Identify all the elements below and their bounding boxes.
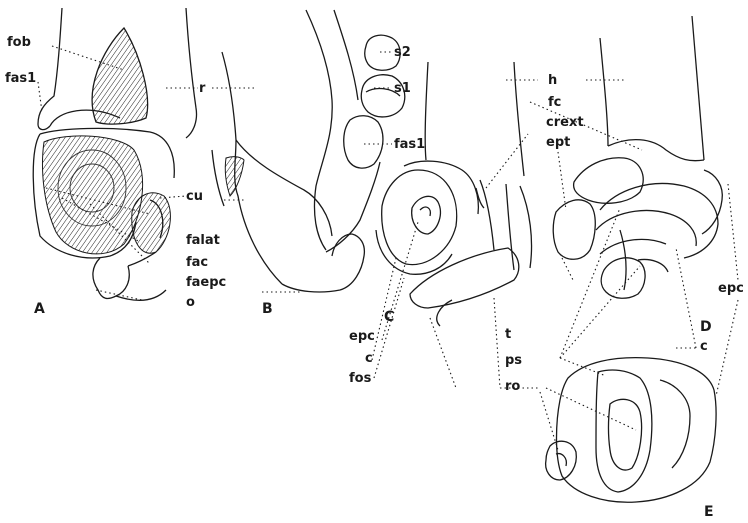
- panel-a-drawing: [33, 8, 196, 300]
- label-ro: ro: [505, 380, 520, 393]
- label-faepc: faepc: [186, 276, 226, 289]
- panel-d-drawing: [553, 16, 722, 298]
- panel-c-drawing: [326, 10, 532, 326]
- label-ept: ept: [546, 136, 570, 149]
- panel-label-a: A: [34, 302, 45, 316]
- label-fos: fos: [349, 372, 371, 385]
- panel-e-drawing: [546, 358, 716, 503]
- label-r: r: [199, 82, 205, 95]
- panel-label-e: E: [704, 505, 714, 519]
- label-t: t: [505, 328, 511, 341]
- label-fc: fc: [548, 96, 561, 109]
- label-c-d: c: [700, 340, 708, 353]
- label-fac: fac: [186, 256, 208, 269]
- label-epc-d: epc: [718, 282, 744, 295]
- label-fas1-c: fas1: [394, 138, 425, 151]
- panel-label-c: C: [384, 310, 394, 324]
- label-c-c: c: [365, 352, 373, 365]
- label-cu: cu: [186, 190, 203, 203]
- label-epc-c: epc: [349, 330, 375, 343]
- label-o: o: [186, 296, 195, 309]
- label-h: h: [548, 74, 557, 87]
- label-ps: ps: [505, 354, 522, 367]
- panel-b-drawing: [212, 10, 364, 292]
- label-falat: falat: [186, 234, 220, 247]
- panel-label-b: B: [262, 302, 273, 316]
- label-s1: s1: [394, 82, 411, 95]
- label-s2: s2: [394, 46, 411, 59]
- panel-label-d: D: [700, 320, 712, 334]
- label-crext: crext: [546, 116, 584, 129]
- label-fob: fob: [7, 36, 31, 49]
- label-fas1-a: fas1: [5, 72, 36, 85]
